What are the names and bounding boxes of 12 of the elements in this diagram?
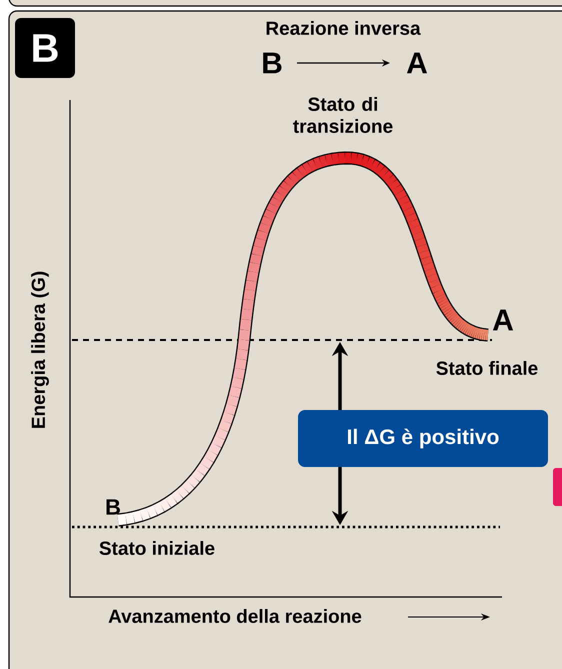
title: Reazione inversa	[266, 21, 421, 35]
transition-label: Stato di transizione	[293, 97, 392, 133]
state-label: Stato finale	[436, 361, 538, 375]
state-label: Stato iniziale	[99, 541, 214, 555]
panel-badge: B	[15, 18, 75, 78]
axis-label: Energia libera (G)	[31, 272, 49, 428]
state-letter: A	[492, 310, 514, 330]
callout-box: Il ΔG è positivo	[298, 410, 548, 467]
equation-letter: B	[263, 52, 282, 74]
axis-label: Avanzamento della reazione	[108, 609, 362, 623]
state-letter: B	[106, 499, 120, 515]
equation-letter: A	[406, 52, 428, 74]
